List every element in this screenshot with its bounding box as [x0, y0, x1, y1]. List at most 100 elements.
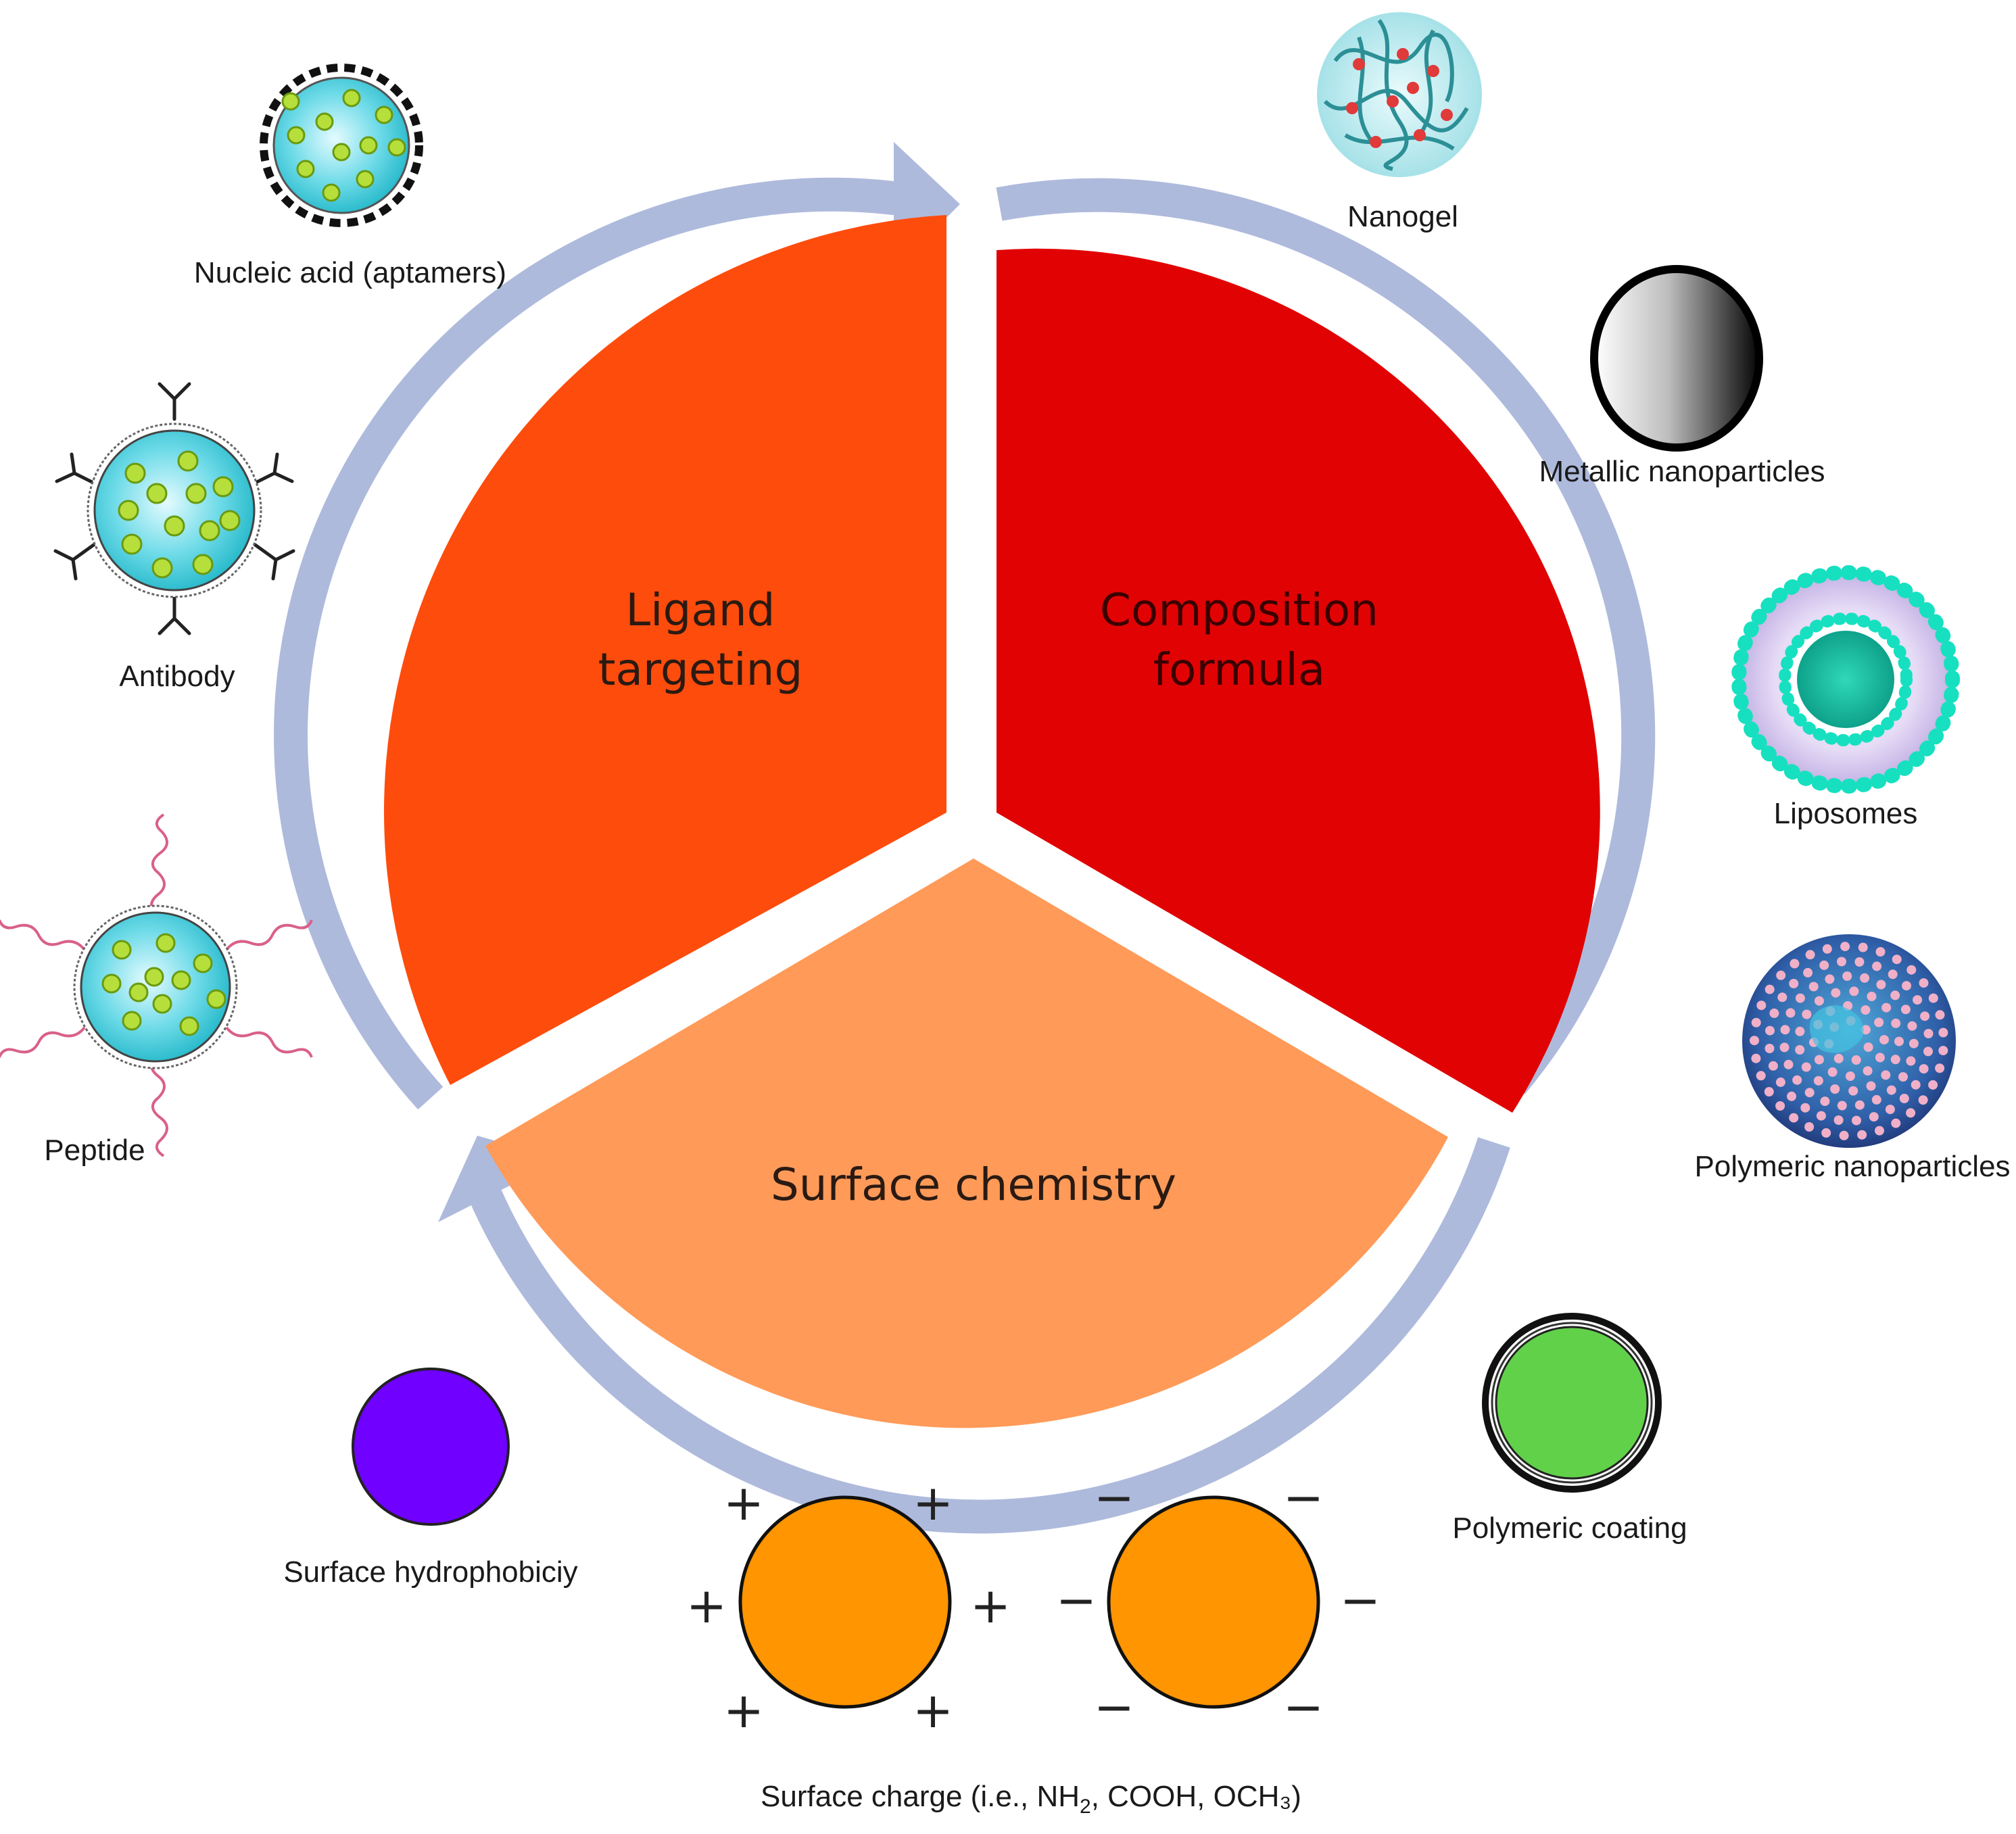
polymer-dot [1886, 1085, 1896, 1095]
nanogel-label: Nanogel [1347, 200, 1458, 233]
polymer-dot [1827, 1067, 1838, 1077]
nanogel-icon [1317, 12, 1482, 177]
polymer-dot [1858, 942, 1868, 952]
polymer-dot [1751, 1017, 1761, 1028]
minus-sign: − [1283, 1679, 1324, 1735]
polymer-dot [1875, 1053, 1885, 1063]
polymer-dot [1776, 970, 1786, 980]
polymer-dot [1804, 1088, 1815, 1098]
polymer-dot [1923, 1029, 1934, 1038]
polymer-dot [1830, 1084, 1840, 1094]
polymer-dot [1860, 973, 1870, 983]
cycle-arrow-bottom [458, 1137, 1510, 1534]
polymer-dot [1814, 1055, 1824, 1065]
metallic-nanoparticle-icon [1590, 265, 1763, 452]
minus-sign: − [1283, 1469, 1324, 1526]
plus-sign: + [913, 1474, 953, 1531]
polymer-dot [1913, 995, 1923, 1005]
polymer-dot [1928, 1080, 1938, 1090]
polymer-dot [1872, 961, 1882, 971]
polymer-dot [1849, 986, 1859, 996]
minus-sign: − [1340, 1572, 1381, 1628]
polymer-dot [1890, 990, 1900, 1000]
polymeric-coating-label: Polymeric coating [1452, 1512, 1687, 1545]
polymeric-np-label: Polymeric nanoparticles [1694, 1150, 2010, 1183]
aptamer-label: Nucleic acid (aptamers) [194, 256, 506, 289]
polymer-dot [1837, 957, 1846, 967]
polymer-dot [1805, 950, 1815, 960]
polymer-dot [1779, 1042, 1790, 1053]
polymer-dot [1765, 984, 1775, 994]
minus-sign: − [1056, 1572, 1097, 1628]
polymer-dot [1765, 1044, 1775, 1053]
polymer-dot [1863, 1066, 1873, 1076]
polymer-dot [1902, 981, 1911, 991]
polymer-dot [1938, 1028, 1948, 1038]
composition-label-line1: Composition [1100, 584, 1378, 636]
polymer-dot [1821, 1128, 1831, 1138]
polymer-dot [1935, 1010, 1945, 1020]
polymer-dot [1899, 1094, 1909, 1103]
polymer-dot [1777, 992, 1787, 1003]
polymer-dot [1919, 1064, 1929, 1074]
polymer-dot [1891, 1118, 1901, 1128]
polymer-dot [1909, 1038, 1919, 1048]
polymer-dot [1898, 1072, 1908, 1082]
polymer-dot [1900, 1005, 1911, 1015]
polymer-dot [1785, 1008, 1796, 1018]
polymer-dot [1768, 1061, 1778, 1071]
polymer-dot [1874, 1017, 1884, 1028]
polymer-dot [1822, 944, 1832, 954]
polymer-dot [1881, 1070, 1891, 1080]
polymer-dot [1769, 1008, 1779, 1018]
minus-sign: − [1094, 1469, 1134, 1526]
polymer-dot [1892, 955, 1902, 965]
cycle-arrow-left [274, 177, 936, 1110]
polymer-dot [1885, 1105, 1895, 1115]
polymer-dot [1920, 1011, 1930, 1021]
segment-ligand-label: Ligand targeting [598, 584, 803, 696]
polymer-dot [1819, 960, 1829, 970]
polymer-dot [1833, 1053, 1844, 1063]
polymer-dot [1875, 947, 1886, 957]
polymer-dot [1857, 1130, 1867, 1140]
polymer-dot [1814, 996, 1824, 1006]
polymer-dot [1871, 1094, 1881, 1105]
polymer-dot [1783, 1059, 1794, 1069]
polymer-dot [1795, 1045, 1805, 1055]
polymer-dot [1906, 1056, 1916, 1066]
hydrophobic-particle-icon [352, 1368, 510, 1526]
cycle-arrow-right [996, 178, 1656, 1095]
ligand-label-line2: targeting [598, 644, 803, 696]
hydrophobicity-label: Surface hydrophobiciy [283, 1555, 577, 1589]
polymer-dot [1875, 1126, 1884, 1136]
polymer-dot [1831, 988, 1841, 998]
polymer-dot [1765, 1025, 1775, 1036]
polymer-dot [1923, 1046, 1933, 1057]
polymer-dot [1789, 979, 1799, 988]
polymer-dot [1787, 1091, 1796, 1101]
polymer-dot [1751, 1053, 1761, 1063]
polymer-dot [1911, 1080, 1921, 1090]
polymer-dot [1840, 942, 1850, 952]
polymer-dot [1852, 1115, 1861, 1126]
polymer-dot [1890, 1055, 1900, 1065]
polymer-dot [1938, 1046, 1948, 1056]
antibody-nanoparticle-icon [53, 382, 295, 635]
polymer-dot [1845, 1071, 1855, 1081]
polymer-dot [1837, 1101, 1847, 1111]
plus-sign: + [686, 1577, 727, 1634]
polymer-dot [1803, 967, 1813, 978]
polymer-dot [1775, 1101, 1785, 1111]
peptide-nanoparticle-icon [0, 813, 313, 1157]
polymeric-coating-icon [1482, 1313, 1662, 1493]
peptide-label: Peptide [44, 1134, 145, 1167]
polymer-dot [1879, 1035, 1889, 1045]
segment-composition-formula [997, 248, 1600, 1113]
segment-ligand-targeting [384, 215, 946, 1085]
polymer-dot [1867, 992, 1877, 1001]
aptamer-nanoparticle-icon [260, 64, 423, 227]
polymer-dot [1795, 993, 1805, 1003]
